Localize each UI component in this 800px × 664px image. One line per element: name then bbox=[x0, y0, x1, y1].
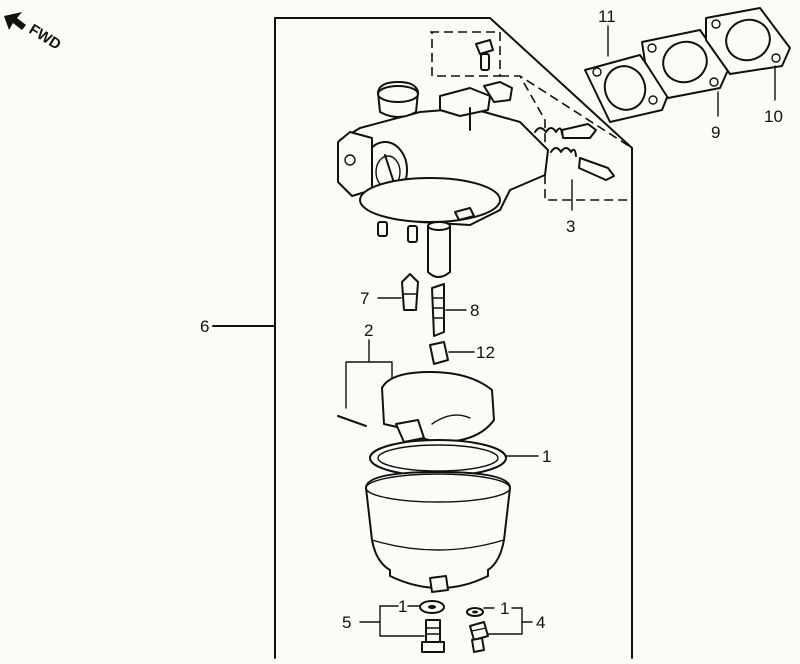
callout-1-gasket: 1 bbox=[542, 447, 551, 466]
leader-4 bbox=[487, 607, 523, 635]
callout-5: 5 bbox=[342, 613, 351, 632]
callout-2: 2 bbox=[364, 321, 373, 340]
callout-4: 4 bbox=[536, 613, 545, 632]
callout-11: 11 bbox=[598, 7, 616, 26]
callout-8: 8 bbox=[470, 301, 479, 320]
fwd-label: FWD bbox=[26, 21, 64, 54]
callout-7: 7 bbox=[360, 289, 369, 308]
assembly-outline bbox=[212, 17, 633, 659]
washer-right bbox=[466, 607, 484, 617]
bowl-gasket bbox=[369, 439, 507, 477]
sub-assembly-dashed-bracket bbox=[430, 31, 633, 201]
drain-screw bbox=[469, 621, 489, 653]
insulator-9 bbox=[641, 29, 729, 99]
washer-left bbox=[419, 600, 445, 614]
jet-nut-12 bbox=[429, 341, 449, 365]
callout-1-right: 1 bbox=[500, 599, 509, 618]
callout-3: 3 bbox=[566, 217, 575, 236]
carburetor-body bbox=[337, 81, 549, 278]
float-pin bbox=[337, 415, 367, 427]
float-2 bbox=[381, 371, 495, 443]
callout-12: 12 bbox=[476, 343, 495, 362]
fwd-indicator: FWD bbox=[4, 12, 64, 54]
callout-10: 10 bbox=[764, 107, 783, 126]
drain-bolt bbox=[421, 619, 445, 653]
main-jet-8 bbox=[431, 283, 445, 337]
arrow-up-left-icon bbox=[4, 12, 26, 30]
adjust-screw-set bbox=[534, 123, 615, 181]
callout-1-left: 1 bbox=[398, 597, 407, 616]
float-valve-7 bbox=[401, 273, 419, 311]
leader-5 bbox=[379, 605, 425, 637]
pilot-screw bbox=[475, 39, 494, 71]
gasket-11 bbox=[584, 54, 669, 123]
gasket-10 bbox=[705, 7, 791, 75]
float-bowl bbox=[365, 471, 511, 593]
callout-9: 9 bbox=[711, 123, 720, 142]
callout-6: 6 bbox=[200, 317, 209, 336]
